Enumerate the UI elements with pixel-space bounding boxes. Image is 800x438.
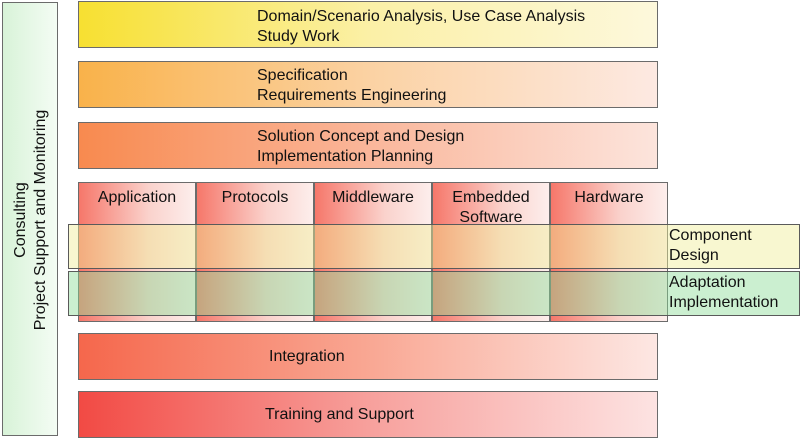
column-middleware-line1: Middleware (332, 189, 414, 206)
integration-label: Integration (269, 348, 345, 365)
overlay-component-line2: Design (669, 247, 719, 264)
column-middleware: Middleware (314, 182, 432, 322)
phase-analysis-line2: Study Work (257, 28, 340, 45)
overlay-adaptation-line1: Adaptation (669, 274, 746, 291)
column-embedded-line2: Software (459, 209, 523, 226)
phase-solution-line1: Solution Concept and Design (257, 128, 465, 145)
phase-training-support: Training and Support (78, 391, 658, 438)
phase-integration: Integration (78, 333, 658, 380)
column-application: Application (78, 182, 196, 322)
column-application-line1: Application (97, 189, 177, 206)
side-bar-line1: Consulting (12, 182, 29, 258)
column-embedded-software: Embedded Software (432, 182, 550, 322)
phase-solution-concept: Solution Concept and Design Implementati… (78, 122, 658, 169)
column-hardware-line1: Hardware (574, 189, 644, 206)
phase-specification: Specification Requirements Engineering (78, 61, 658, 108)
phase-solution-line2: Implementation Planning (257, 148, 434, 165)
side-bar-line2: Project Support and Monitoring (32, 109, 49, 331)
phase-specification-line1: Specification (257, 67, 348, 84)
overlay-component-design: Component Design (68, 224, 800, 269)
consulting-side-bar: Consulting Project Support and Monitorin… (2, 2, 58, 436)
column-protocols: Protocols (196, 182, 314, 322)
phase-specification-line2: Requirements Engineering (257, 87, 447, 104)
consulting-side-bar-label: Consulting Project Support and Monitorin… (11, 70, 51, 370)
phase-analysis: Domain/Scenario Analysis, Use Case Analy… (78, 1, 658, 48)
overlay-adaptation-line2: Implementation (669, 294, 779, 311)
phase-analysis-line1: Domain/Scenario Analysis, Use Case Analy… (257, 8, 586, 25)
column-hardware: Hardware (550, 182, 668, 322)
training-support-label: Training and Support (265, 406, 414, 423)
column-protocols-line1: Protocols (221, 189, 289, 206)
overlay-component-line1: Component (669, 227, 752, 244)
column-embedded-line1: Embedded (452, 189, 530, 206)
overlay-adaptation-implementation: Adaptation Implementation (68, 271, 800, 316)
